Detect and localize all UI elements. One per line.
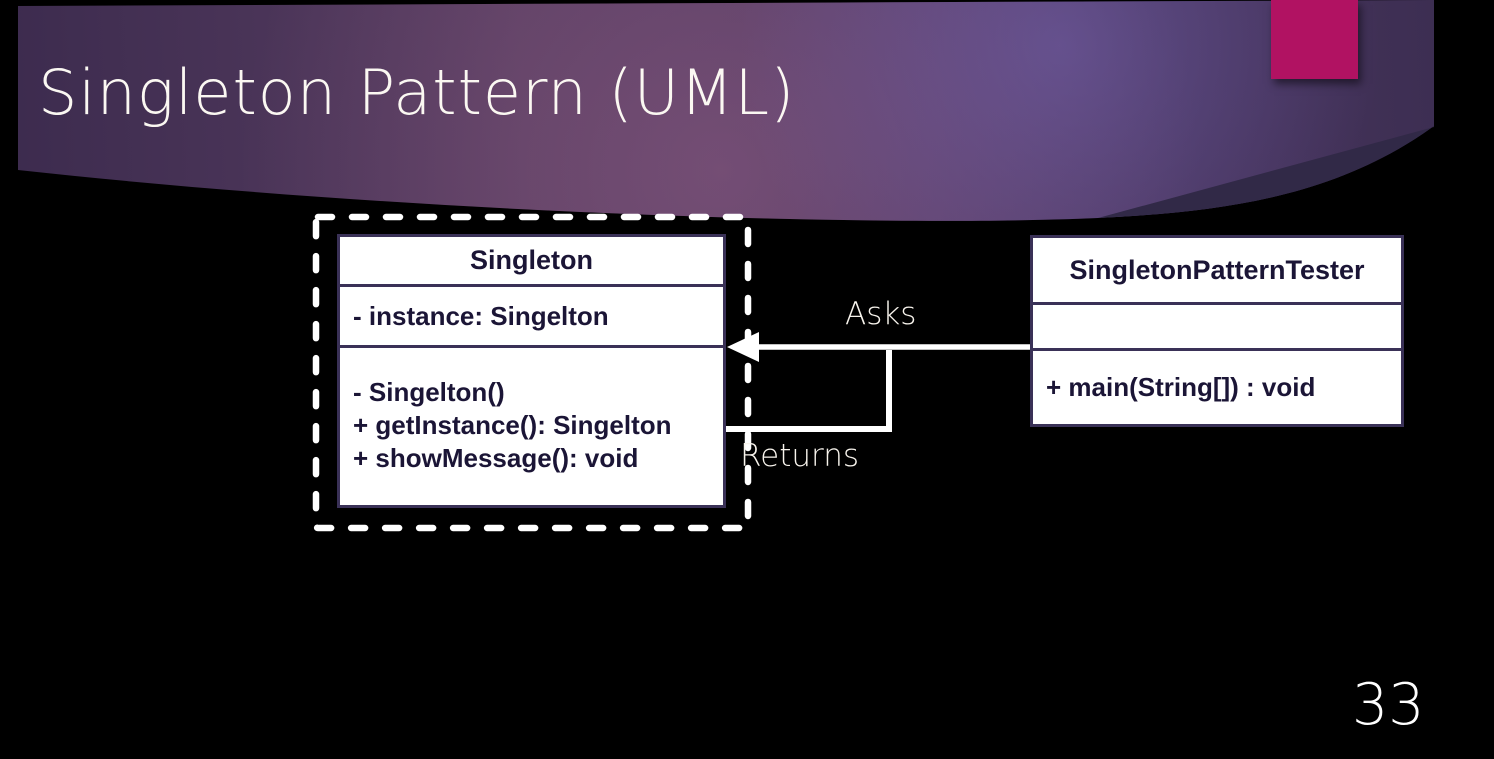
class-name: Singleton [340,237,723,287]
page-number: 33 [1352,672,1425,738]
asks-label: Asks [845,296,917,332]
asks-arrow [727,332,1031,362]
class-method: - Singelton() [353,377,505,407]
class-method: + getInstance(): Singelton [353,410,672,440]
singleton-class-box: Singleton - instance: Singelton - Singel… [337,234,726,508]
class-method: + showMessage(): void [353,443,639,473]
dashed-highlight-border [312,213,752,532]
tester-class-box: SingletonPatternTester + main(String[]) … [1030,235,1404,427]
accent-square [1271,0,1358,79]
header-background [18,0,1434,221]
class-name: SingletonPatternTester [1033,238,1401,305]
returns-label: Returns [740,438,860,474]
class-attribute: - instance: Singelton [340,287,723,348]
returns-connector [726,350,892,432]
class-methods: - Singelton() + getInstance(): Singelton… [340,348,723,475]
class-attributes-empty [1033,305,1401,351]
page-title: Singleton Pattern (UML) [38,56,796,129]
class-method: + main(String[]) : void [1046,372,1316,402]
